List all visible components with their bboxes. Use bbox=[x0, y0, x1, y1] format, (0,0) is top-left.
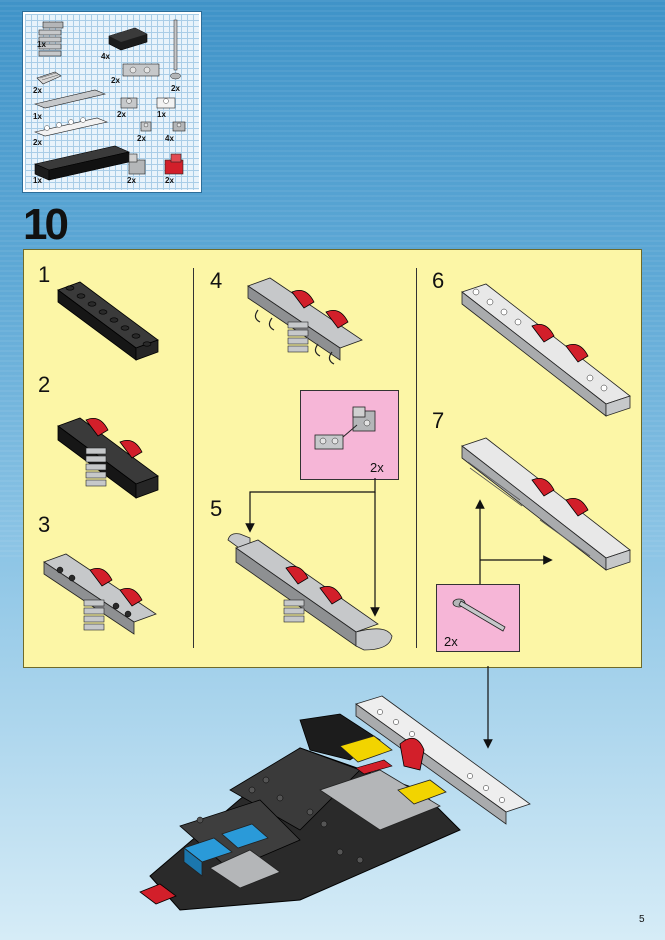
step2-assembly bbox=[58, 418, 158, 498]
step5-assembly bbox=[228, 534, 392, 650]
step3-assembly bbox=[44, 554, 156, 634]
step1-black-brick bbox=[58, 282, 158, 360]
step4-assembly bbox=[248, 278, 362, 364]
final-model bbox=[140, 696, 530, 910]
page-number: 5 bbox=[639, 914, 645, 925]
step6-assembly bbox=[462, 284, 630, 416]
arrow-callout-to-step5-left bbox=[250, 478, 375, 528]
step7-assembly bbox=[462, 438, 630, 570]
